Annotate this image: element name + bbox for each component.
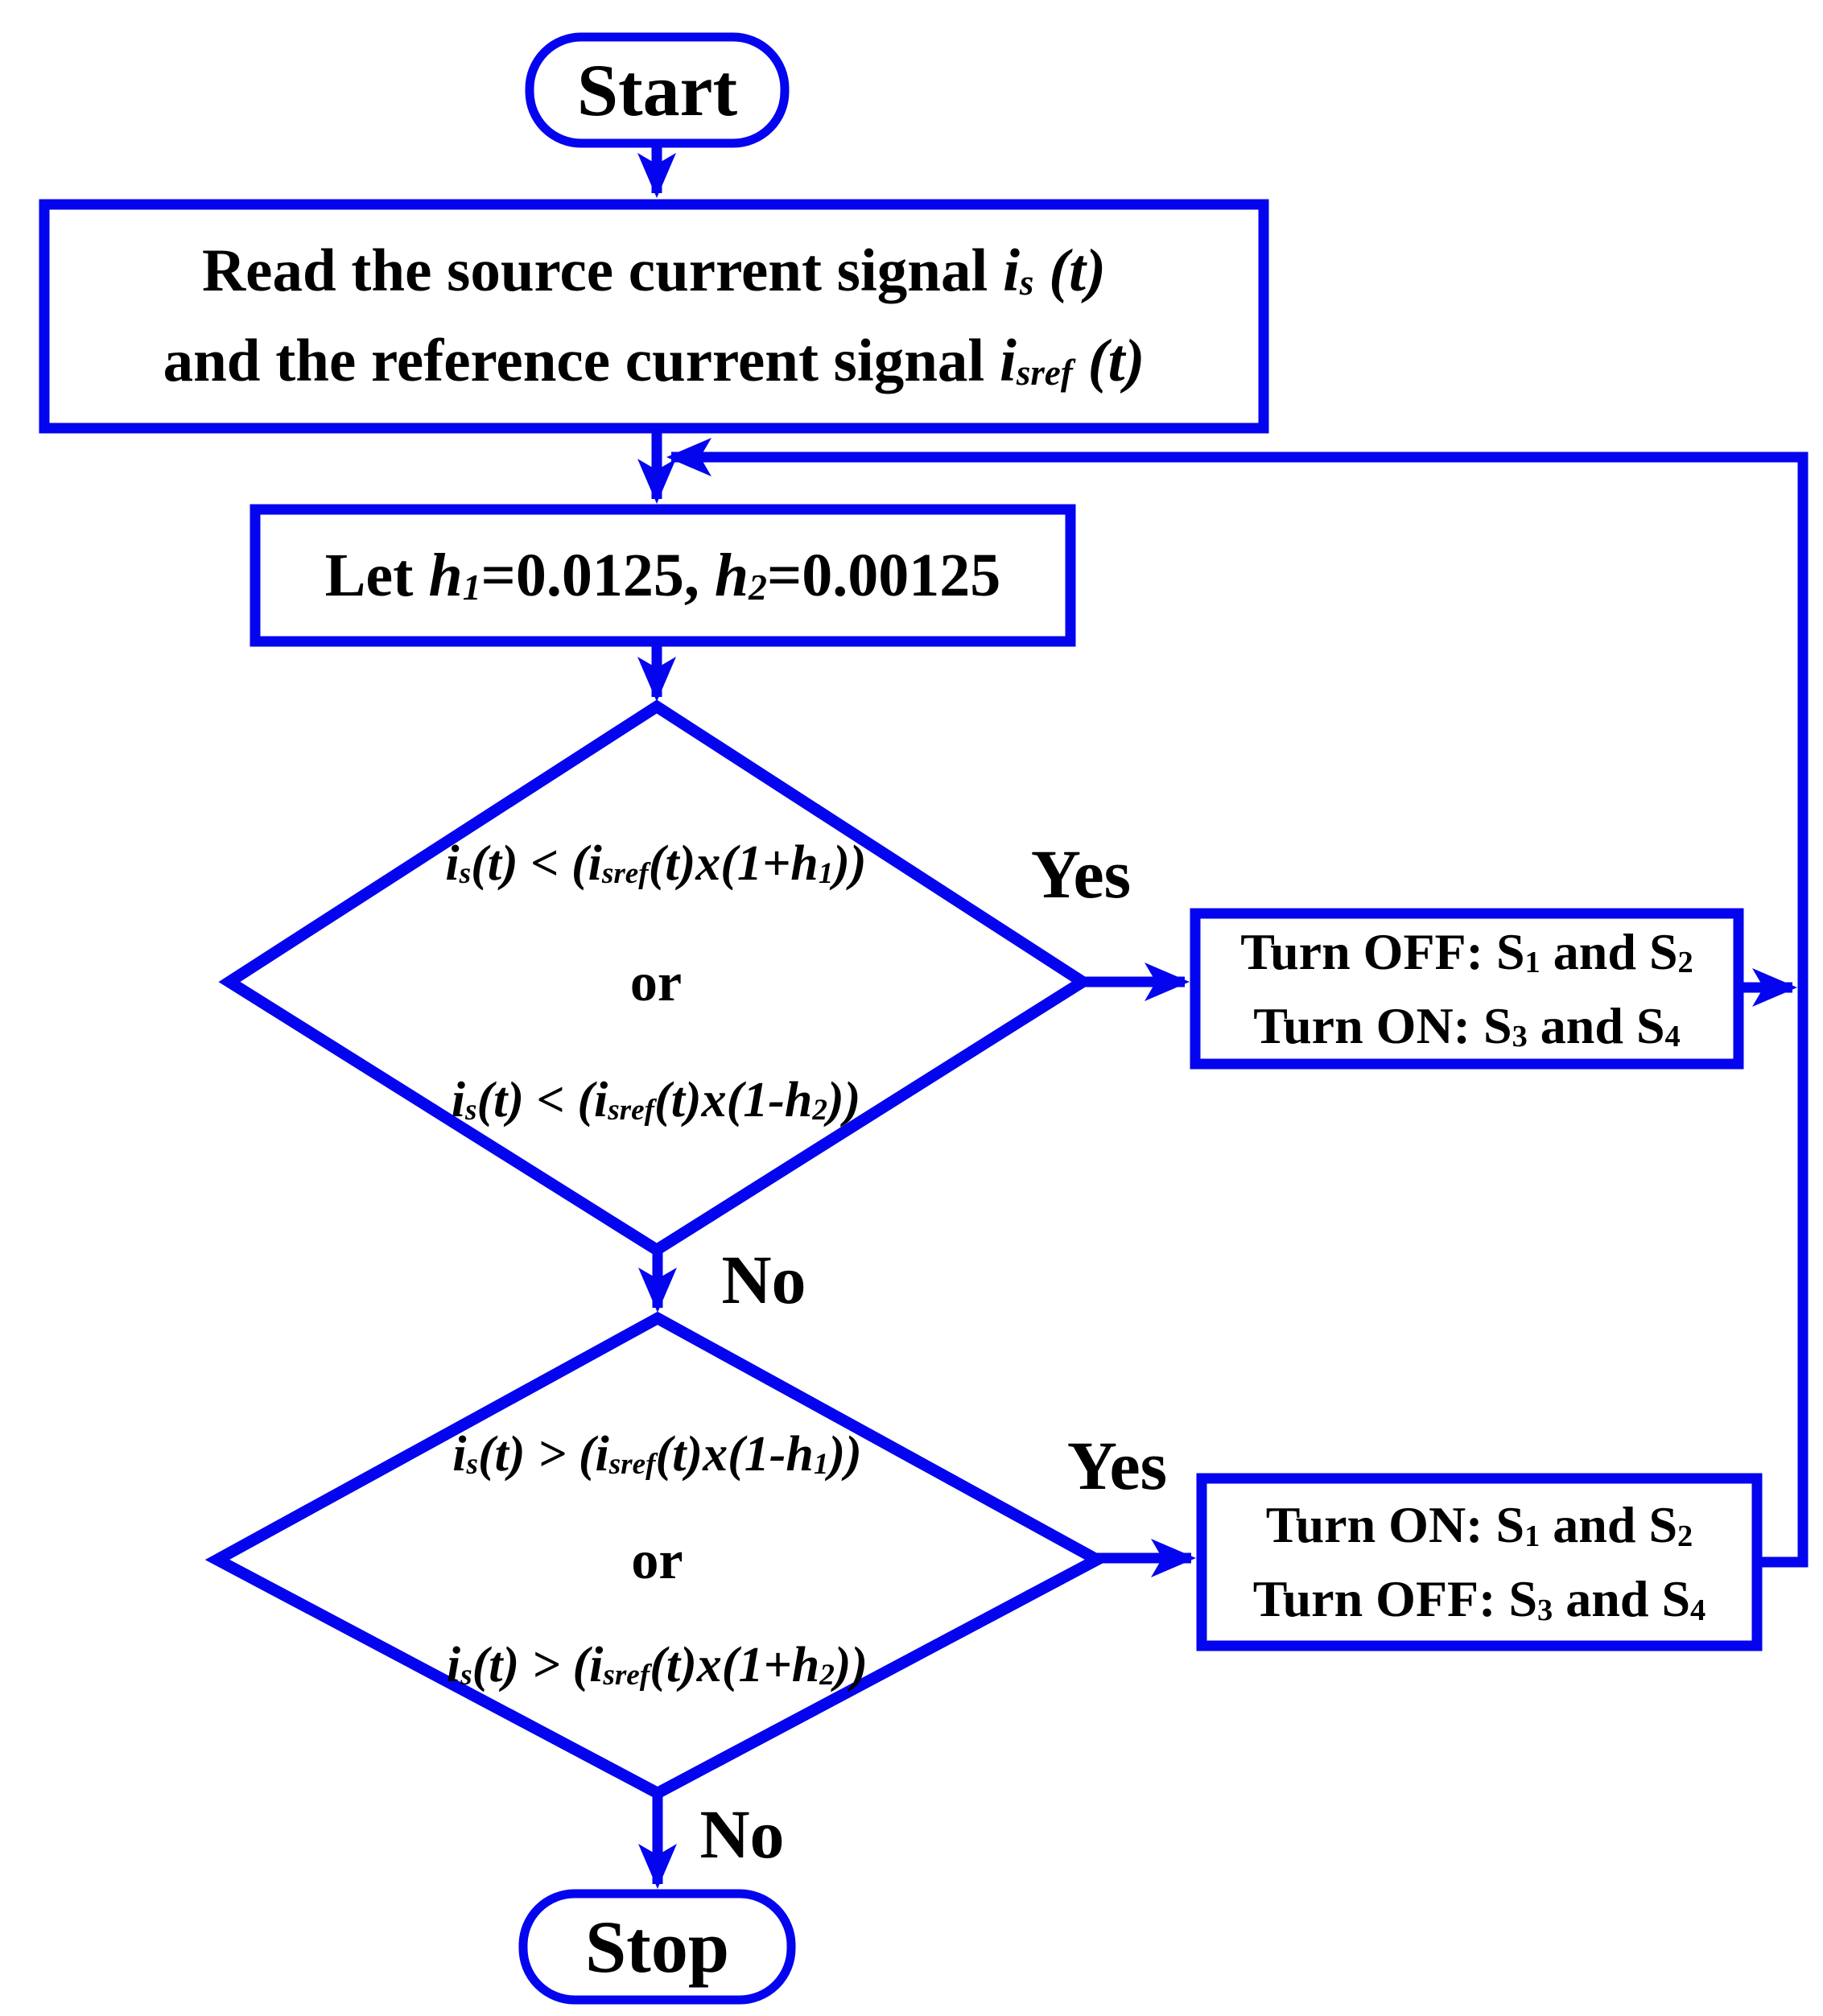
feedback-loop-line xyxy=(666,438,1809,1568)
decision1-no-label: No xyxy=(721,1241,806,1318)
decision2-yes-label: Yes xyxy=(1066,1426,1168,1504)
decision2-shape xyxy=(204,1311,1110,1800)
flow-connectors xyxy=(637,143,1809,1889)
decision2-or: or xyxy=(631,1528,683,1590)
start-label: Start xyxy=(530,37,785,143)
decision1-yes-label: Yes xyxy=(1030,835,1132,913)
start-node-shape xyxy=(525,32,790,148)
stop-node-shape xyxy=(518,1889,796,2005)
decision2-no-label: No xyxy=(699,1795,785,1873)
action1-box-shape xyxy=(1190,908,1744,1070)
decision1-or: or xyxy=(629,950,683,1012)
action2-box-shape xyxy=(1196,1473,1763,1651)
start-text: Start xyxy=(576,49,738,131)
init-box-shape xyxy=(250,504,1076,647)
flow-shapes xyxy=(39,32,1763,2005)
decision1-shape xyxy=(218,699,1094,1257)
read-box-shape xyxy=(39,199,1269,434)
stop-label: Stop xyxy=(523,1894,791,2000)
stop-text: Stop xyxy=(585,1906,729,1988)
